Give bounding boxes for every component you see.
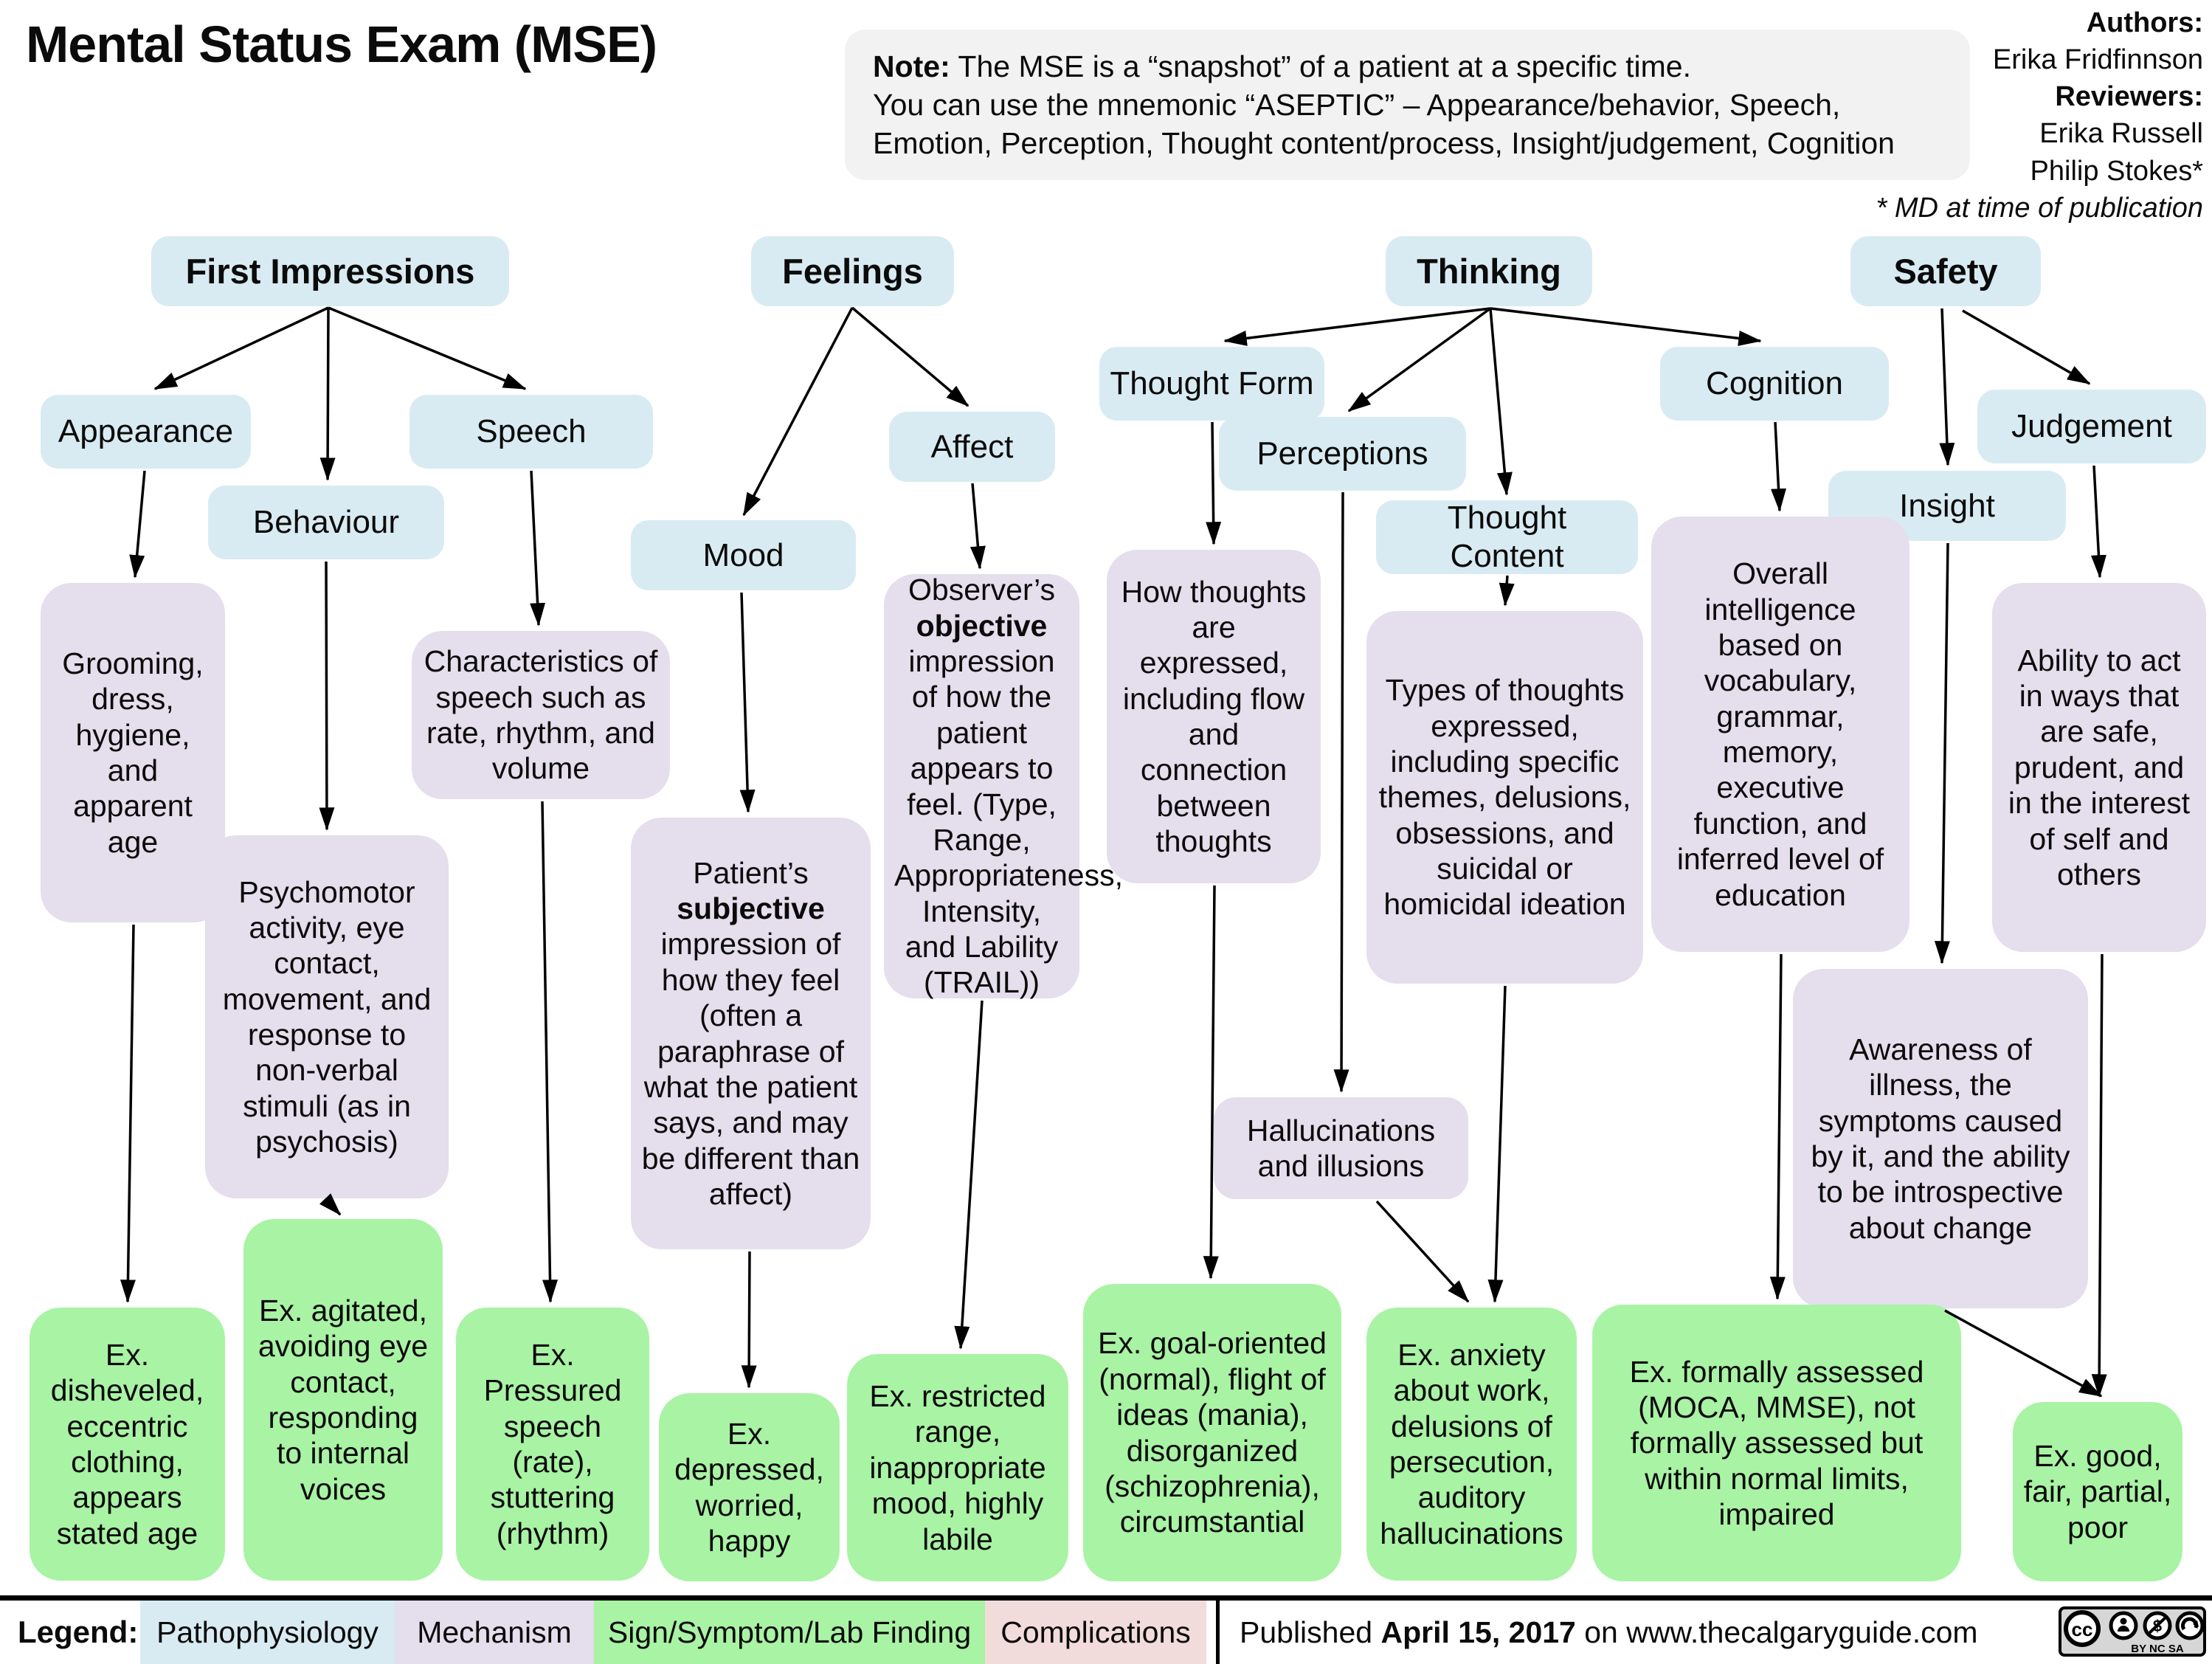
node-ex-cognition: Ex. formally assessed (MOCA, MMSE), not … bbox=[1592, 1305, 1961, 1581]
reviewer-name: Philip Stokes* bbox=[2030, 155, 2203, 187]
arrow bbox=[1375, 1200, 1470, 1303]
arrow bbox=[1771, 421, 1787, 512]
by-person-icon bbox=[2120, 1618, 2127, 1625]
node-hallucinations: Hallucinations and illusions bbox=[1214, 1097, 1468, 1199]
node-judgement: Judgement bbox=[1977, 390, 2206, 463]
legend-label: Legend: bbox=[18, 1615, 139, 1649]
node-affect: Affect bbox=[889, 412, 1055, 482]
node-affect-description: Observer’s objective impression of how t… bbox=[884, 573, 1123, 999]
node-ex-thought-form: Ex. goal-oriented (normal), flight of id… bbox=[1083, 1284, 1341, 1581]
arrow bbox=[319, 1193, 342, 1216]
publication-info: Published April 15, 2017 on www.thecalga… bbox=[1240, 1615, 1978, 1649]
arrow bbox=[1206, 421, 1222, 545]
node-appearance: Appearance bbox=[41, 395, 251, 469]
arrow bbox=[1203, 885, 1219, 1280]
node-ex-mood: Ex. depressed, worried, happy bbox=[659, 1393, 840, 1581]
note-label: Note: bbox=[873, 49, 950, 83]
node-speech-description: Characteristics of speech such as rate, … bbox=[412, 631, 670, 799]
node-ex-speech: Ex. Pressured speech (rate), stuttering … bbox=[456, 1308, 649, 1581]
node-perceptions: Perceptions bbox=[1219, 417, 1466, 491]
arrow bbox=[2091, 953, 2107, 1398]
arrow bbox=[954, 1000, 984, 1350]
page-title: Mental Status Exam (MSE) bbox=[26, 15, 657, 73]
node-speech: Speech bbox=[409, 395, 653, 469]
node-thought-form-description: How thoughts are expressed, including fl… bbox=[1107, 550, 1321, 883]
category-first-impressions: First Impressions bbox=[151, 236, 509, 306]
arrow bbox=[1499, 575, 1515, 607]
reviewer-name: Erika Russell bbox=[2039, 118, 2203, 150]
arrow bbox=[1962, 309, 2091, 385]
node-ex-insight-judgement: Ex. good, fair, partial, poor bbox=[2013, 1402, 2182, 1581]
arrow bbox=[1487, 985, 1507, 1303]
arrow bbox=[1939, 308, 1955, 466]
legend-bar: Legend: Pathophysiology Mechanism Sign/S… bbox=[0, 1595, 2212, 1664]
arrow bbox=[1347, 307, 1492, 412]
cc-terms: BY NC SA bbox=[2131, 1643, 2184, 1655]
arrow bbox=[1769, 953, 1786, 1300]
arrow bbox=[739, 592, 756, 813]
author-name: Erika Fridfinnson bbox=[1992, 44, 2203, 76]
reviewers-label: Reviewers: bbox=[2055, 81, 2203, 113]
node-thought-form: Thought Form bbox=[1099, 347, 1324, 421]
arrow bbox=[851, 306, 970, 407]
node-cognition-description: Overall intelligence based on vocabulary… bbox=[1651, 517, 1909, 952]
legend-divider bbox=[1216, 1601, 1220, 1664]
authors-label: Authors: bbox=[2086, 7, 2203, 38]
arrow bbox=[1223, 307, 1491, 346]
cc-license-badge: cc $ BY NC SA bbox=[2059, 1606, 2206, 1657]
arrow bbox=[1944, 1309, 2103, 1398]
arrow bbox=[319, 561, 335, 831]
node-appearance-description: Grooming, dress, hygiene, and apparent a… bbox=[41, 583, 225, 922]
arrow bbox=[120, 924, 136, 1303]
category-feelings: Feelings bbox=[751, 236, 954, 306]
node-mood-description: Patient’s subjective impression of how t… bbox=[631, 818, 871, 1249]
node-cognition: Cognition bbox=[1660, 347, 1889, 421]
legend-item-pathophysiology: Pathophysiology bbox=[140, 1601, 395, 1664]
arrow bbox=[1490, 307, 1762, 346]
node-mood: Mood bbox=[631, 520, 856, 590]
node-judgement-description: Ability to act in ways that are safe, pr… bbox=[1992, 583, 2206, 952]
arrow bbox=[970, 483, 986, 570]
arrow bbox=[530, 470, 546, 626]
arrow bbox=[153, 306, 329, 390]
node-ex-behaviour: Ex. agitated, avoiding eye contact, resp… bbox=[243, 1219, 443, 1581]
site-url: www.thecalgaryguide.com bbox=[1626, 1615, 1978, 1649]
arrow bbox=[1333, 491, 1349, 1093]
legend-item-sign-symptom: Sign/Symptom/Lab Finding bbox=[594, 1601, 985, 1664]
category-safety: Safety bbox=[1850, 236, 2041, 306]
arrow bbox=[2090, 465, 2106, 579]
node-behaviour: Behaviour bbox=[208, 486, 444, 559]
credits-footnote: * MD at time of publication bbox=[1876, 192, 2203, 224]
legend-item-complications: Complications bbox=[985, 1601, 1206, 1664]
arrow bbox=[1489, 308, 1513, 496]
note-text: The MSE is a “snapshot” of a patient at … bbox=[873, 49, 1895, 161]
arrow bbox=[328, 306, 527, 390]
arrow bbox=[129, 470, 146, 579]
category-thinking: Thinking bbox=[1386, 236, 1592, 306]
cc-icon: cc bbox=[2072, 1618, 2093, 1640]
node-thought-content-description: Types of thoughts expressed, including s… bbox=[1366, 611, 1643, 984]
node-behaviour-description: Psychomotor activity, eye contact, movem… bbox=[205, 835, 449, 1198]
legend-item-mechanism: Mechanism bbox=[395, 1601, 594, 1664]
node-thought-content: Thought Content bbox=[1376, 500, 1638, 574]
credits-block: Authors: Erika Fridfinnson Reviewers: Er… bbox=[1876, 4, 2203, 227]
arrow bbox=[541, 801, 559, 1303]
node-ex-affect: Ex. restricted range, inappropriate mood… bbox=[847, 1354, 1068, 1581]
node-ex-appearance: Ex. disheveled, eccentric clothing, appe… bbox=[30, 1308, 225, 1581]
arrow bbox=[742, 307, 854, 517]
arrow bbox=[741, 1251, 757, 1389]
arrow bbox=[1934, 542, 1950, 964]
node-ex-thought-content: Ex. anxiety about work, delusions of per… bbox=[1366, 1308, 1577, 1581]
note-box: Note: The MSE is a “snapshot” of a patie… bbox=[845, 30, 1970, 181]
node-insight-description: Awareness of illness, the symptoms cause… bbox=[1793, 969, 2088, 1308]
